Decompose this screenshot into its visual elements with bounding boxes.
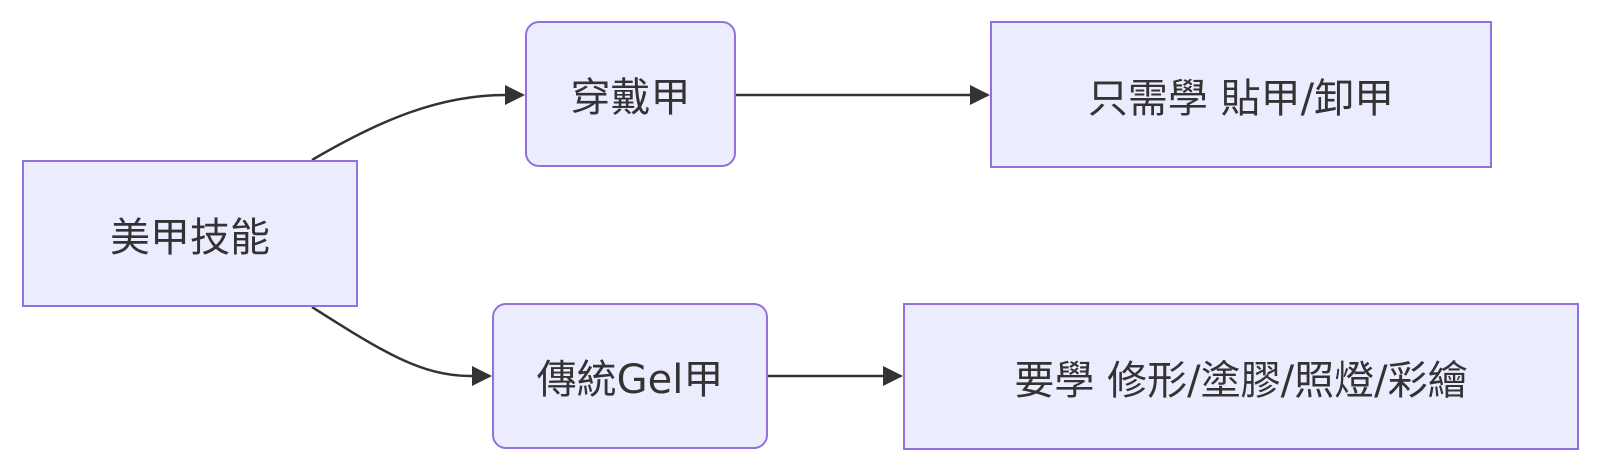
node-press-on-requirements-label: 只需學 貼甲/卸甲 (1087, 75, 1395, 122)
node-traditional-gel: 傳統Gel甲 (492, 303, 768, 449)
node-gel-requirements-label: 要學 修形/塗膠/照燈/彩繪 (1014, 357, 1468, 404)
node-press-on-nails: 穿戴甲 (525, 21, 736, 167)
edge-root-to-gel (311, 305, 492, 386)
node-nail-skills-label: 美甲技能 (110, 214, 270, 261)
node-traditional-gel-label: 傳統Gel甲 (536, 357, 724, 403)
node-press-on-nails-label: 穿戴甲 (570, 75, 691, 121)
edge-root-to-press (311, 85, 525, 162)
node-press-on-requirements: 只需學 貼甲/卸甲 (990, 21, 1492, 168)
node-nail-skills: 美甲技能 (22, 160, 358, 307)
node-gel-requirements: 要學 修形/塗膠/照燈/彩繪 (903, 303, 1579, 450)
